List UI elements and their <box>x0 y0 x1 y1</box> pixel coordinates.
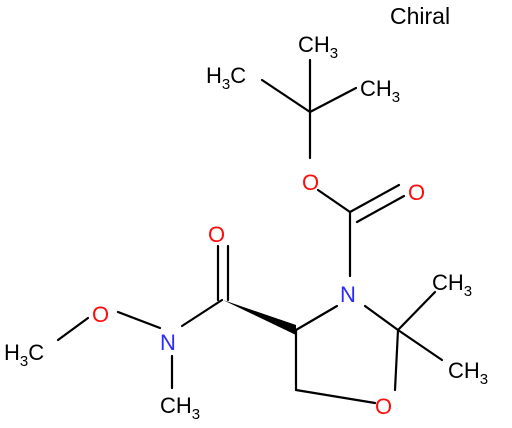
atom-o-boc-carbonyl: O <box>408 180 425 205</box>
bond-n-c4 <box>294 304 339 332</box>
atom-ch3-top: CH3 <box>298 32 338 62</box>
bond-tbu-ch3-right <box>308 86 358 114</box>
bond-c2-o <box>393 328 400 392</box>
atom-ch3-n: CH3 <box>160 393 200 423</box>
atom-ch3-gem1: CH3 <box>432 270 472 300</box>
atom-o-amide-carbonyl: O <box>208 222 225 247</box>
atom-n-amide: N <box>160 330 176 355</box>
bond-c2-me1 <box>396 290 437 332</box>
wedge-bond <box>223 300 296 335</box>
atom-h3c-methoxy: H3C <box>4 340 44 370</box>
atom-o-ring: O <box>375 394 392 419</box>
bond-n-c2 <box>363 304 400 332</box>
bond-o-carbonyl <box>316 188 352 214</box>
bond-n-o <box>116 310 162 330</box>
bond-c2-me2 <box>396 328 444 362</box>
atom-n-ring: N <box>340 282 356 307</box>
bond-c5-o <box>294 388 377 405</box>
bond-o-me <box>56 316 90 342</box>
atom-ch3-gem2: CH3 <box>448 358 488 388</box>
bond-amide-c-n <box>180 298 224 328</box>
bond-tbu-ch3-left <box>260 78 312 114</box>
bond-boc-double-2 <box>355 194 406 224</box>
chiral-label: Chiral <box>390 3 450 29</box>
atom-o-ester: O <box>302 170 319 195</box>
bond-boc-double-1 <box>348 183 401 214</box>
atom-h3c-left: H3C <box>206 63 246 93</box>
atom-ch3-right: CH3 <box>360 76 400 106</box>
atom-o-methoxy: O <box>92 302 109 327</box>
